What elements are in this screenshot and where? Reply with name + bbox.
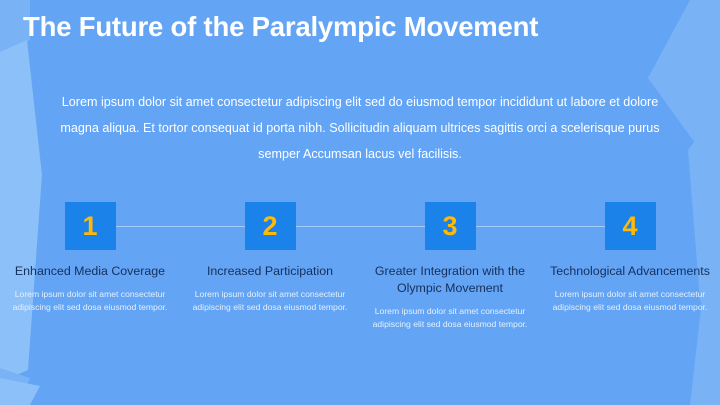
- page-title: The Future of the Paralympic Movement: [23, 11, 539, 42]
- left-chevron-shape-lower: [0, 368, 30, 405]
- step-badge-row: 4: [540, 200, 720, 252]
- step-title: Enhanced Media Coverage: [14, 264, 166, 278]
- step-badge-row: 3: [360, 200, 630, 252]
- step-badge-row: 1: [0, 200, 270, 252]
- step-description: Lorem ipsum dolor sit amet consectetur a…: [12, 288, 168, 312]
- bottom-left-wedge: [0, 378, 40, 405]
- step-connector-line: [90, 226, 270, 227]
- step-number-badge: 1: [64, 202, 116, 250]
- step-number-badge: 2: [244, 202, 296, 250]
- step-item[interactable]: 3 Greater Integration with the Olympic M…: [360, 200, 630, 331]
- step-number-badge: 3: [424, 202, 476, 250]
- step-description: Lorem ipsum dolor sit amet consectetur a…: [372, 305, 528, 329]
- step-connector-line: [450, 226, 630, 227]
- step-title: Greater Integration with the Olympic Mov…: [374, 264, 526, 295]
- step-badge-row: 2: [180, 200, 450, 252]
- step-title: Technological Advancements: [550, 264, 710, 278]
- intro-paragraph: Lorem ipsum dolor sit amet consectetur a…: [60, 95, 660, 162]
- step-title: Increased Participation: [206, 264, 334, 278]
- step-item[interactable]: 2 Increased Participation Lorem ipsum do…: [180, 200, 450, 314]
- step-item[interactable]: 4 Technological Advancements Lorem ipsum…: [540, 200, 720, 314]
- step-connector-line: [270, 226, 450, 227]
- step-description: Lorem ipsum dolor sit amet consectetur a…: [192, 288, 348, 312]
- step-number-badge: 4: [604, 202, 656, 250]
- step-description: Lorem ipsum dolor sit amet consectetur a…: [552, 288, 708, 312]
- steps-row: 1 Enhanced Media Coverage Lorem ipsum do…: [0, 200, 720, 331]
- step-item[interactable]: 1 Enhanced Media Coverage Lorem ipsum do…: [0, 200, 270, 314]
